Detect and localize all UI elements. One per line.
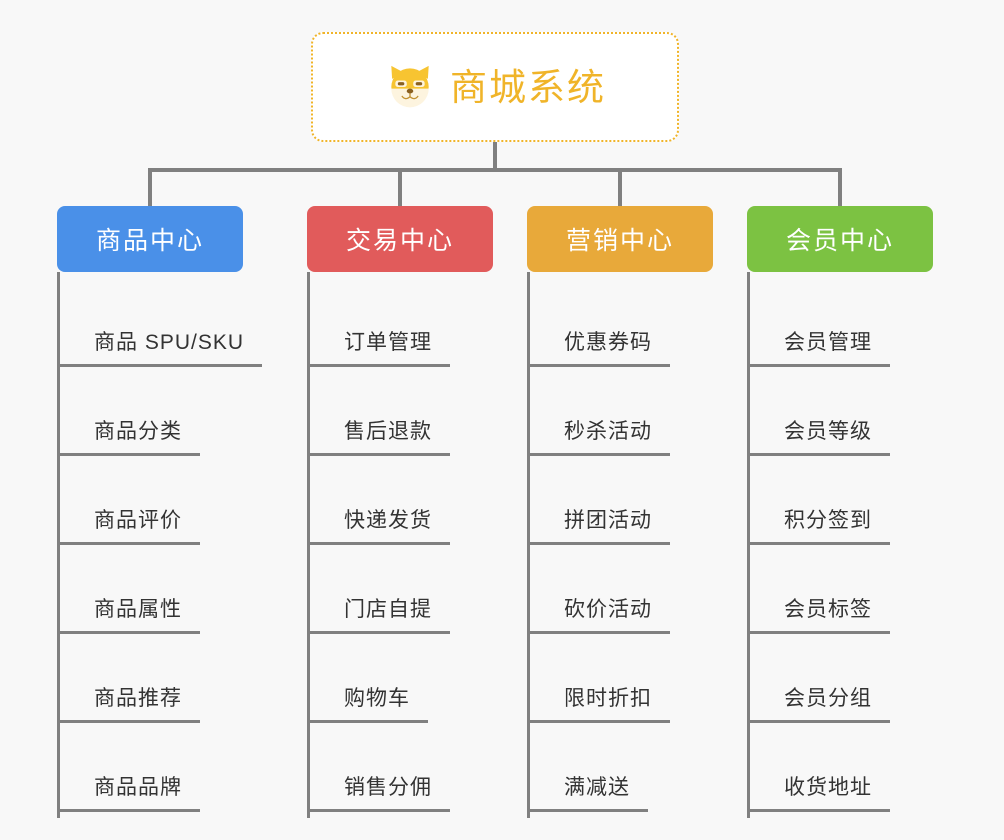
- leaf-label: 商品推荐: [60, 682, 200, 723]
- list-item[interactable]: 会员管理: [750, 284, 937, 373]
- category-header-1[interactable]: 交易中心: [307, 206, 493, 272]
- list-item[interactable]: 快递发货: [310, 462, 497, 551]
- list-item[interactable]: 砍价活动: [530, 551, 717, 640]
- list-item[interactable]: 会员等级: [750, 373, 937, 462]
- list-item[interactable]: 商品分类: [60, 373, 247, 462]
- connector-horizontal-bus: [148, 168, 842, 172]
- connector-drop-category-3: [838, 168, 842, 212]
- leaf-label: 积分签到: [750, 504, 890, 545]
- leaf-label: 门店自提: [310, 593, 450, 634]
- category-header-label: 营销中心: [565, 227, 674, 255]
- leaf-list-1: 订单管理 售后退款 快递发货 门店自提 购物车 销售分佣: [307, 272, 497, 818]
- leaf-list-2: 优惠券码 秒杀活动 拼团活动 砍价活动 限时折扣 满减送: [527, 272, 717, 818]
- leaf-label: 商品品牌: [60, 771, 200, 812]
- leaf-label: 收货地址: [750, 771, 890, 812]
- category-header-0[interactable]: 商品中心: [57, 206, 243, 272]
- leaf-label: 订单管理: [310, 326, 450, 367]
- connector-drop-category-1: [398, 168, 402, 212]
- list-item[interactable]: 商品评价: [60, 462, 247, 551]
- leaf-label: 购物车: [310, 682, 428, 723]
- list-item[interactable]: 商品品牌: [60, 729, 247, 818]
- leaf-label: 会员管理: [750, 326, 890, 367]
- list-item[interactable]: 商品 SPU/SKU: [60, 284, 263, 373]
- category-header-label: 交易中心: [345, 227, 454, 255]
- leaf-label: 砍价活动: [530, 593, 670, 634]
- list-item[interactable]: 限时折扣: [530, 640, 717, 729]
- connector-drop-category-2: [618, 168, 622, 212]
- leaf-label: 会员等级: [750, 415, 890, 456]
- leaf-label: 拼团活动: [530, 504, 670, 545]
- leaf-label: 销售分佣: [310, 771, 450, 812]
- list-item[interactable]: 积分签到: [750, 462, 937, 551]
- list-item[interactable]: 收货地址: [750, 729, 937, 818]
- category-column-3: 会员中心 会员管理 会员等级 积分签到 会员标签 会员分组 收货地址: [747, 206, 937, 818]
- connector-drop-category-0: [148, 168, 152, 212]
- leaf-label: 快递发货: [310, 504, 450, 545]
- list-item[interactable]: 商品属性: [60, 551, 247, 640]
- list-item[interactable]: 购物车: [310, 640, 497, 729]
- leaf-label: 商品评价: [60, 504, 200, 545]
- category-header-label: 商品中心: [95, 227, 204, 255]
- leaf-label: 秒杀活动: [530, 415, 670, 456]
- leaf-list-0: 商品 SPU/SKU 商品分类 商品评价 商品属性 商品推荐 商品品牌: [57, 272, 263, 818]
- list-item[interactable]: 秒杀活动: [530, 373, 717, 462]
- list-item[interactable]: 门店自提: [310, 551, 497, 640]
- shiba-dog-icon: [391, 65, 429, 108]
- leaf-label: 售后退款: [310, 415, 450, 456]
- list-item[interactable]: 售后退款: [310, 373, 497, 462]
- connector-root-drop: [493, 142, 497, 170]
- category-header-label: 会员中心: [785, 227, 894, 255]
- list-item[interactable]: 商品推荐: [60, 640, 247, 729]
- leaf-label: 会员分组: [750, 682, 890, 723]
- root-node[interactable]: 商城系统: [311, 32, 679, 142]
- leaf-list-3: 会员管理 会员等级 积分签到 会员标签 会员分组 收货地址: [747, 272, 937, 818]
- category-column-0: 商品中心 商品 SPU/SKU 商品分类 商品评价 商品属性 商品推荐 商品品牌: [57, 206, 263, 818]
- leaf-label: 商品分类: [60, 415, 200, 456]
- list-item[interactable]: 销售分佣: [310, 729, 497, 818]
- list-item[interactable]: 拼团活动: [530, 462, 717, 551]
- leaf-label: 商品属性: [60, 593, 200, 634]
- list-item[interactable]: 订单管理: [310, 284, 497, 373]
- list-item[interactable]: 满减送: [530, 729, 717, 818]
- list-item[interactable]: 优惠券码: [530, 284, 717, 373]
- category-header-2[interactable]: 营销中心: [527, 206, 713, 272]
- category-column-2: 营销中心 优惠券码 秒杀活动 拼团活动 砍价活动 限时折扣 满减送: [527, 206, 717, 818]
- category-column-1: 交易中心 订单管理 售后退款 快递发货 门店自提 购物车 销售分佣: [307, 206, 497, 818]
- leaf-label: 限时折扣: [530, 682, 670, 723]
- category-header-3[interactable]: 会员中心: [747, 206, 933, 272]
- leaf-label: 会员标签: [750, 593, 890, 634]
- leaf-label: 商品 SPU/SKU: [60, 326, 263, 367]
- list-item[interactable]: 会员分组: [750, 640, 937, 729]
- leaf-label: 满减送: [530, 771, 648, 812]
- leaf-label: 优惠券码: [530, 326, 670, 367]
- list-item[interactable]: 会员标签: [750, 551, 937, 640]
- root-title: 商城系统: [450, 66, 606, 108]
